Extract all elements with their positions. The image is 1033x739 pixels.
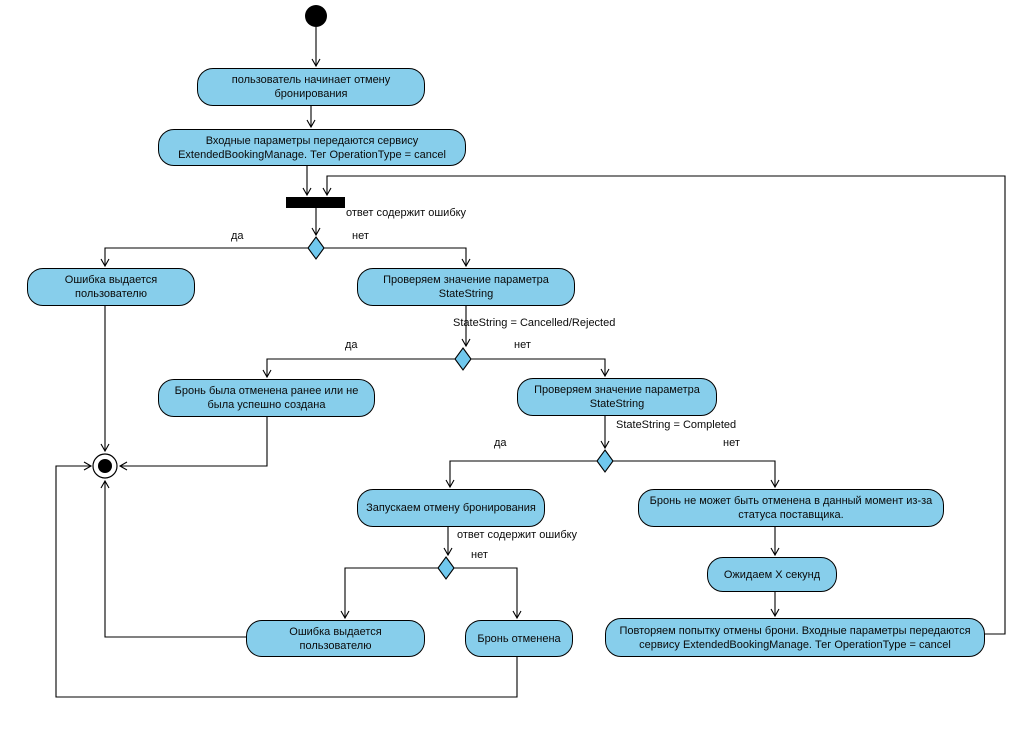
edge-decision4-to-error-bottom (340, 567, 438, 620)
activity-send-params[interactable]: Входные параметры передаются сервису Ext… (158, 129, 466, 166)
label-yes-1: да (231, 230, 244, 242)
edge-decision4-no-to-booking-cancelled (454, 567, 522, 620)
final-node-core (98, 459, 112, 473)
decision-statestring-completed[interactable] (596, 449, 614, 473)
activity-cancelled-earlier[interactable]: Бронь была отменена ранее или не была ус… (158, 379, 375, 417)
activity-error-shown-top[interactable]: Ошибка выдается пользователю (27, 268, 195, 306)
activity-booking-cancelled[interactable]: Бронь отменена (465, 620, 573, 657)
label-no-1: нет (352, 230, 369, 242)
label-no-4: нет (471, 549, 488, 561)
edge-retry-loop-to-fork (322, 175, 1006, 635)
decision-response-error[interactable] (307, 236, 325, 260)
edge-booking-cancelled-to-final (55, 461, 518, 698)
edge-decision2-yes-to-cancelled-earlier (262, 358, 455, 379)
label-no-2: нет (514, 339, 531, 351)
fork-bar[interactable] (286, 197, 345, 208)
label-response-error-1: ответ содержит ошибку (346, 207, 467, 219)
decision-statestring-cancelled[interactable] (454, 347, 472, 371)
edge-decision1-yes-to-error-top (100, 247, 308, 268)
activity-retry-cancel[interactable]: Повторяем попытку отмены брони. Входные … (605, 618, 985, 657)
decision-cancel-response-error[interactable] (437, 556, 455, 580)
activity-error-shown-bottom[interactable]: Ошибка выдается пользователю (246, 620, 425, 657)
activity-start-cancellation[interactable]: Запускаем отмену бронирования (357, 489, 545, 527)
edges (55, 27, 1006, 698)
edge-error-bottom-to-final (100, 479, 246, 638)
label-no-3: нет (723, 437, 740, 449)
initial-node[interactable] (305, 5, 327, 27)
activity-user-starts-cancel[interactable]: пользователь начинает отмену бронировани… (197, 68, 425, 106)
label-statestring-completed: StateString = Completed (616, 419, 737, 431)
edge-decision2-no-to-check2 (471, 358, 610, 378)
edge-decision3-yes-to-start-cancellation (445, 460, 597, 489)
edge-decision3-no-to-cannot-cancel (613, 460, 780, 489)
label-yes-2: да (345, 339, 358, 351)
label-response-error-2: ответ содержит ошибку (457, 529, 578, 541)
activity-check-statestring-2[interactable]: Проверяем значение параметра StateString (517, 378, 717, 416)
activity-check-statestring-1[interactable]: Проверяем значение параметра StateString (357, 268, 575, 306)
activity-wait-x-seconds[interactable]: Ожидаем X секунд (707, 557, 837, 592)
edge-decision1-no-to-check1 (324, 247, 471, 268)
label-statestring-cancelled: StateString = Cancelled/Rejected (453, 317, 616, 329)
activity-cannot-cancel-now[interactable]: Бронь не может быть отменена в данный мо… (638, 489, 944, 527)
edge-cancelled-earlier-to-final (118, 417, 268, 471)
label-yes-3: да (494, 437, 507, 449)
